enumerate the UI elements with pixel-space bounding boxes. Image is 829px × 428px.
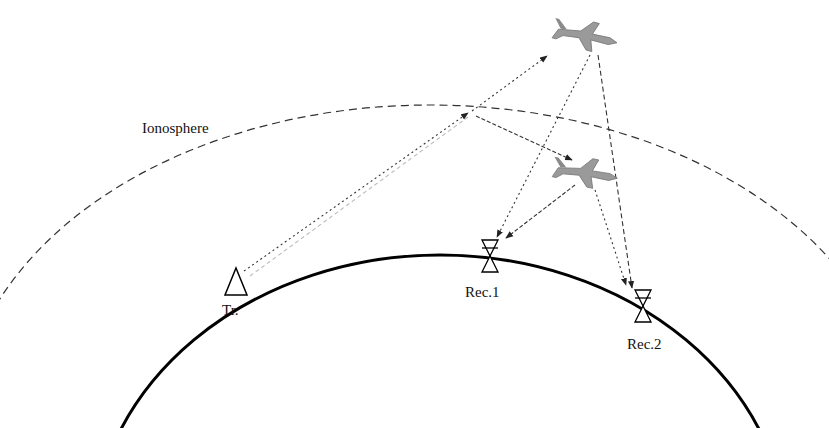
- aircraft: [550, 151, 621, 193]
- ionosphere-layer: [0, 105, 829, 428]
- earth-outline: [92, 255, 788, 428]
- station-label: Tr.: [222, 302, 239, 319]
- aircraft: [549, 12, 620, 57]
- receiver-symbol: [482, 240, 498, 272]
- receiver-symbol: [635, 290, 651, 322]
- signal-paths: [244, 55, 632, 288]
- transmitter-symbol: [225, 268, 247, 295]
- station-label: Rec.1: [465, 284, 500, 301]
- layer-label: Ionosphere: [142, 120, 209, 137]
- station-label: Rec.2: [627, 336, 662, 353]
